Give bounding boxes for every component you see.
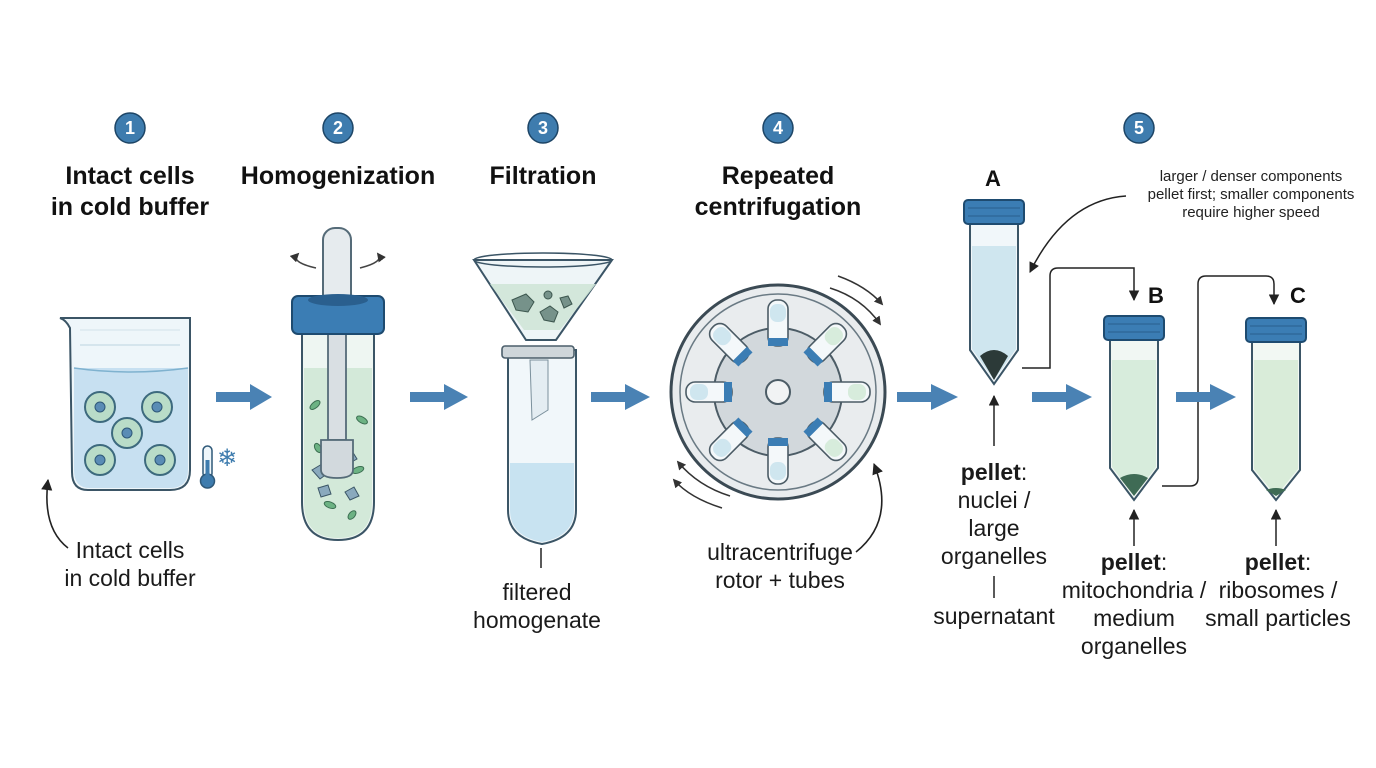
rotate-arrow-right	[359, 252, 386, 269]
tube-c-icon	[1245, 317, 1307, 502]
step-badge-5: 5	[1123, 112, 1155, 144]
thermometer-icon	[199, 445, 216, 489]
pellet-c-label: pellet: ribosomes / small particles	[1205, 549, 1351, 631]
svg-text:5: 5	[1134, 118, 1144, 138]
snowflake-icon: ❄	[217, 444, 237, 472]
tube-b-letter: B	[1148, 283, 1164, 308]
step-2-title: Homogenization	[240, 162, 436, 190]
pellet-b-label: pellet: mitochondria / medium organelles	[1061, 549, 1207, 659]
homogenizer-icon	[291, 227, 385, 542]
flow-arrow-2	[410, 384, 468, 410]
pellet-a-label: pellet: nuclei / large organelles	[940, 459, 1048, 569]
svg-text:3: 3	[538, 118, 548, 138]
beaker-icon	[59, 317, 191, 491]
callout-arrow	[855, 462, 883, 553]
svg-text:2: 2	[333, 118, 343, 138]
note-arrow	[1029, 195, 1127, 273]
connector-b-to-c	[1162, 275, 1280, 487]
rotor-tubes	[685, 299, 871, 485]
step-badge-3: 3	[527, 112, 559, 144]
spin-arrow	[672, 478, 723, 509]
spin-arrow	[837, 275, 884, 306]
spin-arrow	[676, 460, 731, 497]
flow-arrow-1	[216, 384, 272, 410]
funnel-tube-icon	[472, 252, 614, 546]
callout-arrow	[41, 478, 69, 549]
step-3-title: Filtration	[489, 162, 597, 190]
step-badge-1: 1	[114, 112, 146, 144]
svg-text:4: 4	[773, 118, 783, 138]
flow-arrow-6	[1176, 384, 1236, 410]
tube-c-letter: C	[1290, 283, 1306, 308]
svg-text:1: 1	[125, 118, 135, 138]
tube-a-letter: A	[985, 166, 1001, 191]
flow-arrow-5	[1032, 384, 1092, 410]
flow-arrow-3	[591, 384, 650, 410]
rotate-arrow-left	[289, 252, 317, 269]
spin-arrow	[829, 287, 882, 326]
connector-a-to-b	[1022, 267, 1140, 369]
tube-a-icon	[963, 199, 1025, 386]
flow-arrow-4	[897, 384, 958, 410]
step-badge-4: 4	[762, 112, 794, 144]
tube-b-icon	[1103, 315, 1165, 502]
step-badge-2: 2	[322, 112, 354, 144]
supernatant-label: supernatant	[933, 603, 1055, 629]
